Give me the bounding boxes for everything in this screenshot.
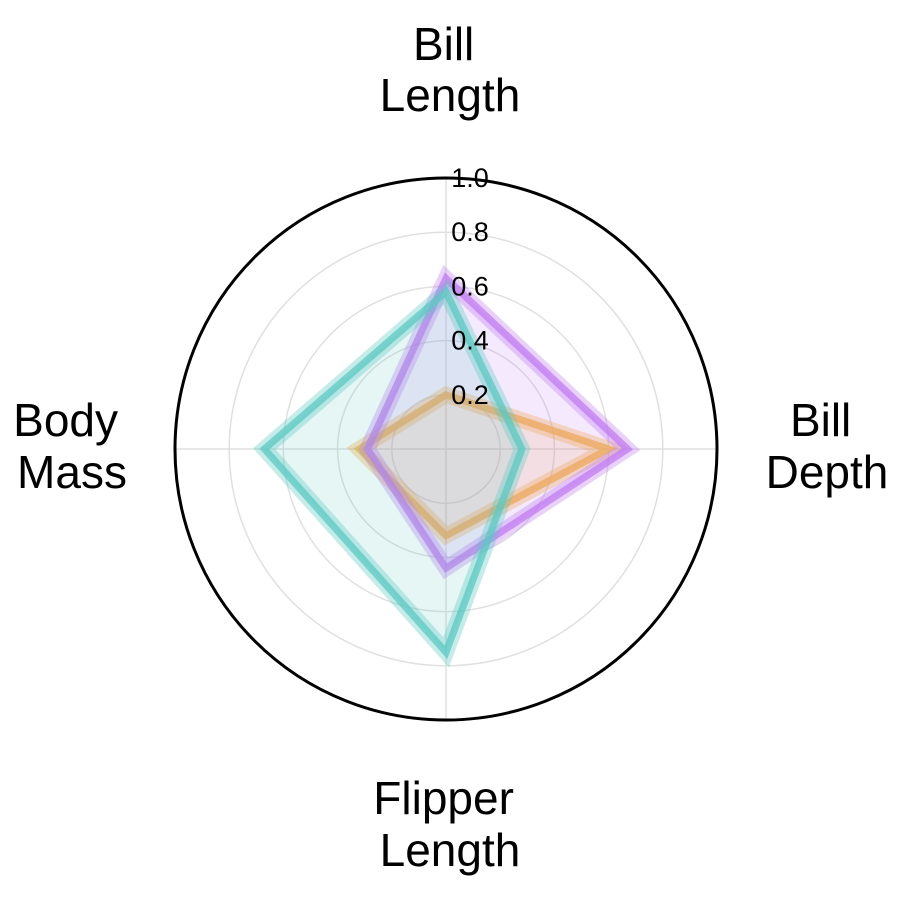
rtick-label: 0.8 (451, 217, 489, 247)
radial-tick-labels: 0.2 0.4 0.6 0.8 1.0 (451, 163, 489, 410)
series-line (363, 272, 634, 574)
outer-ring (173, 176, 719, 722)
axis-label-line: Length (380, 824, 521, 876)
axis-label-line: Bill (413, 18, 474, 70)
axis-label-line: Length (380, 69, 521, 121)
axis-label-line: Body (13, 394, 118, 446)
series-line (259, 286, 526, 659)
axis-label-bill-depth: Bill Depth (766, 394, 889, 498)
series-area (264, 291, 522, 653)
rtick-label: 0.2 (451, 380, 489, 410)
series-layer (253, 264, 641, 668)
series-3 (253, 278, 531, 668)
axis-label-line: Flipper (373, 772, 514, 824)
series-line (353, 390, 618, 541)
series-1 (346, 386, 629, 546)
axis-label-line: Depth (766, 446, 889, 498)
series-area (367, 278, 628, 569)
rtick-label: 1.0 (451, 163, 489, 193)
axis-labels: Bill Length Bill Depth Flipper Length Bo… (13, 18, 888, 876)
rtick-label: 0.4 (451, 326, 489, 356)
axis-label-body-mass: Body Mass (13, 394, 131, 498)
rtick-label: 0.6 (451, 271, 489, 301)
axis-label-bill-length: Bill Length (380, 18, 521, 121)
axis-label-line: Mass (17, 446, 127, 498)
series-2 (358, 264, 641, 580)
axis-label-line: Bill (790, 394, 851, 446)
axis-label-flipper-length: Flipper Length (373, 772, 526, 876)
